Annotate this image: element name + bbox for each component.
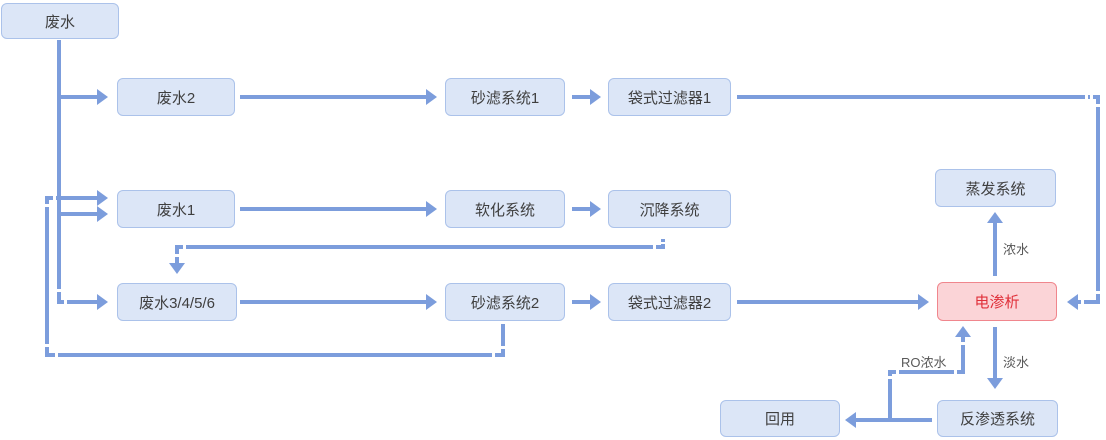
connector-segment	[572, 95, 590, 99]
connector-segment	[661, 239, 665, 249]
connector-segment	[856, 418, 932, 422]
joint-gap	[961, 342, 965, 345]
joint-gap	[55, 353, 58, 357]
arrowhead	[918, 294, 929, 310]
connector-segment	[572, 300, 590, 304]
arrowhead	[426, 89, 437, 105]
node-softening[interactable]: 软化系统	[445, 190, 565, 228]
arrowhead	[987, 378, 1003, 389]
connector-segment	[572, 207, 590, 211]
joint-gap	[954, 370, 957, 374]
connector-segment	[1096, 95, 1100, 304]
connector-segment	[45, 196, 49, 357]
node-wastewater-3456[interactable]: 废水3/4/5/6	[117, 283, 237, 321]
connector-segment	[240, 207, 426, 211]
arrowhead	[97, 89, 108, 105]
connector-segment	[501, 324, 505, 355]
arrowhead	[1067, 294, 1078, 310]
joint-gap	[1085, 95, 1088, 99]
joint-gap	[1090, 95, 1093, 99]
connector-segment	[61, 212, 97, 216]
joint-gap	[64, 300, 67, 304]
node-sedimentation[interactable]: 沉降系统	[608, 190, 731, 228]
joint-gap	[1096, 291, 1100, 294]
connector-segment	[240, 95, 426, 99]
joint-gap	[57, 289, 61, 292]
joint-gap	[45, 204, 49, 207]
node-sand-filter-2[interactable]: 砂滤系统2	[445, 283, 565, 321]
arrowhead	[590, 294, 601, 310]
connector-segment	[45, 353, 505, 357]
connector-segment	[737, 95, 1100, 99]
edge-label-ro-concentrate: RO浓水	[901, 355, 947, 370]
node-wastewater-1[interactable]: 废水1	[117, 190, 235, 228]
connector-segment	[57, 40, 61, 302]
connector-segment	[240, 300, 426, 304]
arrowhead	[845, 412, 856, 428]
arrowhead	[955, 326, 971, 337]
joint-gap	[492, 353, 495, 357]
edge-label-fresh-water: 淡水	[1003, 355, 1030, 370]
arrowhead	[590, 89, 601, 105]
arrowhead	[987, 212, 1003, 223]
connector-segment	[61, 95, 97, 99]
node-sand-filter-1[interactable]: 砂滤系统1	[445, 78, 565, 116]
joint-gap	[653, 245, 656, 249]
node-bag-filter-2[interactable]: 袋式过滤器2	[608, 283, 731, 321]
connector-segment	[57, 300, 97, 304]
node-evaporation[interactable]: 蒸发系统	[935, 169, 1056, 207]
node-reuse[interactable]: 回用	[720, 400, 840, 437]
joint-gap	[175, 254, 179, 257]
connector-segment	[1078, 300, 1096, 304]
joint-gap	[661, 242, 665, 244]
node-electrodialysis[interactable]: 电渗析	[937, 282, 1057, 321]
arrowhead	[97, 206, 108, 222]
arrowhead	[426, 201, 437, 217]
connector-segment	[993, 223, 997, 276]
edge-label-concentrate: 浓水	[1003, 242, 1030, 257]
connector-segment	[175, 245, 665, 249]
connector-segment	[888, 370, 965, 374]
connector-segment	[45, 196, 97, 200]
joint-gap	[183, 245, 186, 249]
joint-gap	[501, 346, 505, 349]
arrowhead	[97, 294, 108, 310]
connector-segment	[993, 327, 997, 378]
arrowhead	[97, 190, 108, 206]
connector-segment	[737, 300, 918, 304]
arrowhead	[590, 201, 601, 217]
joint-gap	[1096, 104, 1100, 107]
node-reverse-osmosis[interactable]: 反渗透系统	[937, 400, 1058, 437]
node-wastewater-2[interactable]: 废水2	[117, 78, 235, 116]
connector-segment	[961, 337, 965, 372]
joint-gap	[896, 370, 899, 374]
arrowhead	[426, 294, 437, 310]
joint-gap	[1081, 300, 1084, 304]
joint-gap	[53, 196, 56, 200]
joint-gap	[888, 376, 892, 379]
arrowhead	[169, 263, 185, 274]
joint-gap	[45, 344, 49, 347]
node-wastewater[interactable]: 废水	[1, 3, 119, 39]
connector-segment	[888, 371, 892, 420]
node-bag-filter-1[interactable]: 袋式过滤器1	[608, 78, 731, 116]
